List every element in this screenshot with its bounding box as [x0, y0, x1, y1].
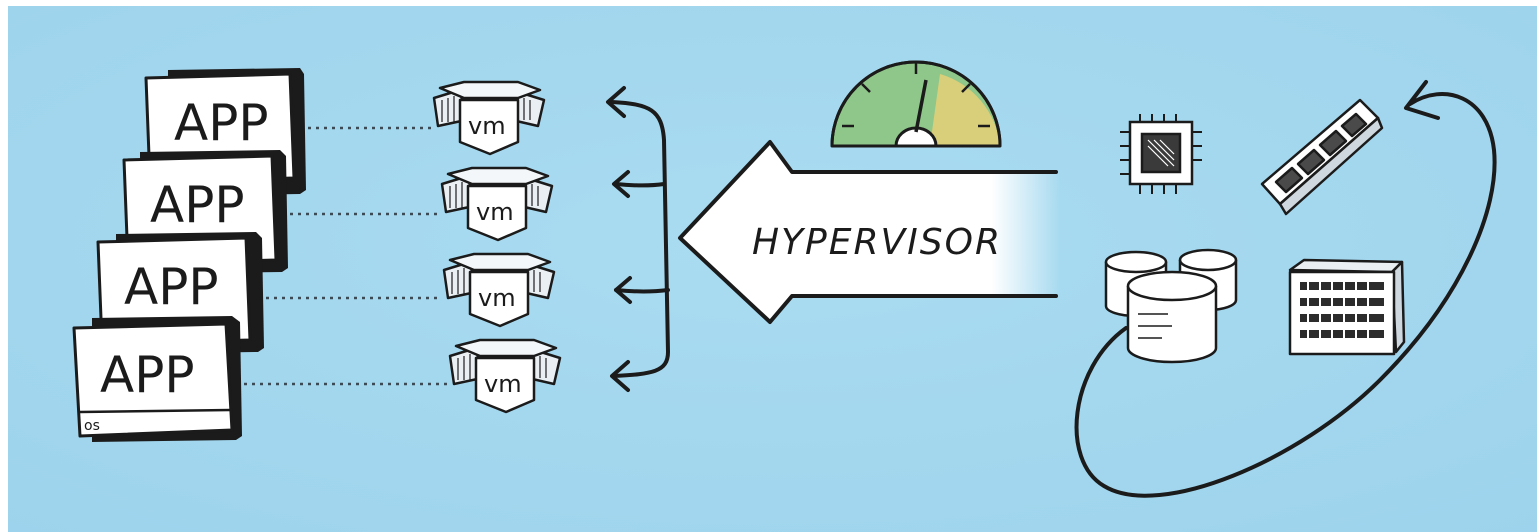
- disk-large: [1126, 270, 1218, 364]
- app-label: APP: [150, 176, 245, 234]
- app-card: APP os: [72, 316, 242, 442]
- hardware-loop-arrow: [1074, 80, 1497, 498]
- vm-cube: vm: [440, 166, 554, 242]
- vm-label: vm: [478, 284, 516, 312]
- os-label: os: [84, 418, 100, 434]
- vm-branch-arrows: [606, 86, 670, 392]
- hypervisor-arrow: HYPERVISOR: [678, 140, 1060, 324]
- vm-cube: vm: [448, 338, 562, 414]
- app-stack: APP APP APP APP os: [72, 68, 306, 442]
- vm-stack: vm vm vm vm: [432, 80, 562, 414]
- vm-label: vm: [484, 370, 522, 398]
- vm-label: vm: [468, 112, 506, 140]
- vm-cube: vm: [432, 80, 546, 156]
- cpu-chip-icon: [1120, 114, 1202, 194]
- hypervisor-label: HYPERVISOR: [752, 222, 1002, 263]
- app-vm-connectors: [244, 126, 448, 386]
- app-label: APP: [174, 94, 269, 152]
- memory-module-icon: [1260, 98, 1384, 216]
- speed-gauge-icon: [830, 60, 1002, 148]
- app-label: APP: [124, 258, 219, 316]
- app-label: APP: [100, 346, 195, 404]
- vm-label: vm: [476, 198, 514, 226]
- storage-disks-icon: [1104, 248, 1238, 364]
- network-device-icon: [1288, 258, 1406, 356]
- vm-cube: vm: [442, 252, 556, 328]
